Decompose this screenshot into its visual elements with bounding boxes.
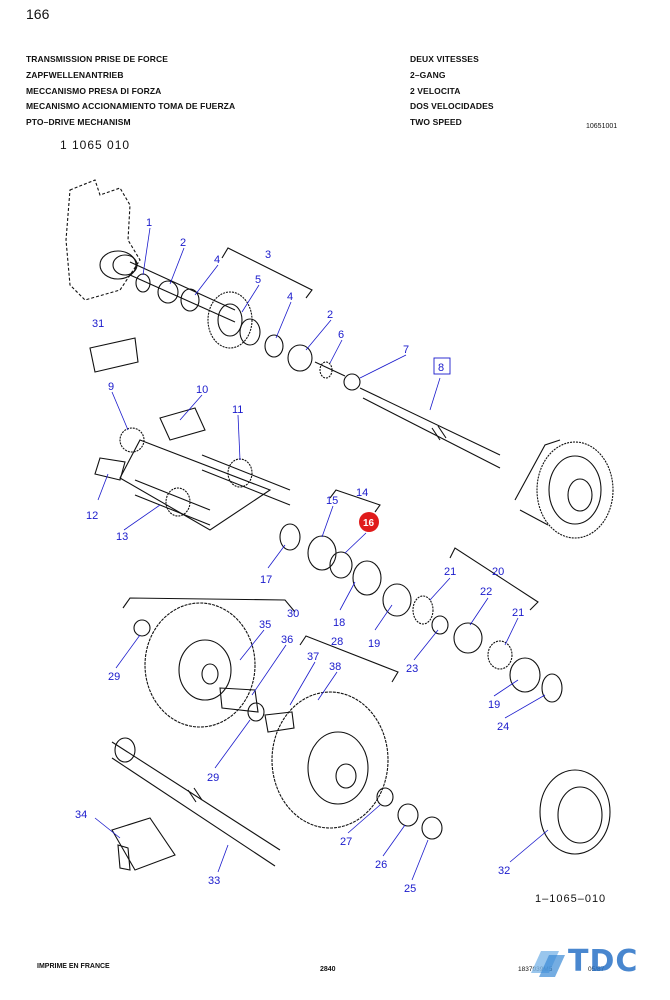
- title-line: DEUX VITESSES: [410, 54, 479, 64]
- callout-label[interactable]: 32: [498, 865, 510, 877]
- group-number: 1 1065 010: [60, 138, 131, 152]
- callout-label[interactable]: 8: [438, 362, 444, 374]
- callout-label[interactable]: 19: [488, 699, 500, 711]
- callout-label[interactable]: 14: [356, 487, 368, 499]
- callout-label[interactable]: 27: [340, 836, 352, 848]
- callout-label[interactable]: 5: [255, 274, 261, 286]
- footer-printed-in: IMPRIME EN FRANCE: [37, 963, 110, 970]
- callout-labels: 1 2 3 4 5 4 2 6 7 8 31 9 10 11 12 13 15 …: [75, 217, 524, 895]
- drawing-reference: 1–1065–010: [535, 893, 607, 905]
- callout-label[interactable]: 29: [207, 772, 219, 784]
- titles-left: TRANSMISSION PRISE DE FORCE ZAPFWELLENAN…: [26, 52, 235, 131]
- page-number: 166: [26, 6, 50, 22]
- title-line: PTO–DRIVE MECHANISM: [26, 117, 131, 128]
- parts-linework: [65, 179, 614, 871]
- footer-date: 05/87: [588, 966, 605, 973]
- watermark-text: TDC: [568, 944, 639, 979]
- callout-label[interactable]: 17: [260, 574, 272, 586]
- callout-label[interactable]: 35: [259, 619, 271, 631]
- callout-label[interactable]: 12: [86, 510, 98, 522]
- title-line: TRANSMISSION PRISE DE FORCE: [26, 54, 169, 64]
- tdc-logo-icon: [531, 951, 565, 977]
- leader-lines: [94, 227, 549, 881]
- callout-label[interactable]: 3: [265, 249, 271, 261]
- callout-label[interactable]: 28: [331, 636, 343, 648]
- callout-label[interactable]: 30: [287, 608, 299, 620]
- title-line: MECCANISMO PRESA DI FORZA: [26, 85, 162, 96]
- callout-label[interactable]: 4: [287, 291, 293, 303]
- callout-box: [433, 357, 451, 375]
- callout-label[interactable]: 11: [232, 404, 243, 416]
- callout-label[interactable]: 1: [146, 217, 152, 229]
- footer-page-code: 2840: [320, 966, 336, 973]
- title-line: DOS VELOCIDADES: [410, 101, 494, 112]
- callout-label[interactable]: 29: [108, 671, 120, 683]
- callout-label[interactable]: 13: [116, 531, 128, 543]
- callout-label[interactable]: 24: [497, 721, 509, 733]
- callout-label[interactable]: 4: [214, 254, 220, 266]
- callout-label[interactable]: 25: [404, 883, 416, 895]
- callout-label[interactable]: 18: [333, 617, 345, 629]
- callout-label[interactable]: 21: [512, 607, 524, 619]
- callout-label[interactable]: 15: [326, 495, 338, 507]
- callout-label[interactable]: 36: [281, 634, 293, 646]
- callout-label[interactable]: 2: [180, 237, 186, 249]
- callout-label[interactable]: 33: [208, 875, 220, 887]
- callout-label[interactable]: 37: [307, 651, 319, 663]
- callout-label[interactable]: 2: [327, 309, 333, 321]
- callout-label[interactable]: 22: [480, 586, 492, 598]
- highlight-marker: [359, 512, 379, 532]
- title-line: 2–GANG: [410, 69, 446, 80]
- highlighted-callout[interactable]: 16: [363, 518, 375, 529]
- title-line: ZAPFWELLENANTRIEB: [26, 69, 124, 80]
- title-line: MECANISMO ACCIONAMIENTO TOMA DE FUERZA: [26, 101, 236, 112]
- callout-label[interactable]: 9: [108, 381, 114, 393]
- callout-label[interactable]: 7: [403, 344, 409, 356]
- callout-label[interactable]: 23: [406, 663, 418, 675]
- callout-label[interactable]: 6: [338, 329, 344, 341]
- titles-right: DEUX VITESSES 2–GANG 2 VELOCITA DOS VELO…: [410, 52, 494, 131]
- callout-label[interactable]: 31: [92, 318, 104, 330]
- callout-label[interactable]: 34: [75, 809, 87, 821]
- title-line: 2 VELOCITA: [410, 85, 461, 96]
- callout-label[interactable]: 20: [492, 566, 504, 578]
- callout-label[interactable]: 10: [196, 384, 208, 396]
- title-line: TWO SPEED: [410, 117, 462, 128]
- callout-label[interactable]: 26: [375, 859, 387, 871]
- callout-label[interactable]: 38: [329, 661, 341, 673]
- callout-label[interactable]: 21: [444, 566, 456, 578]
- callout-label[interactable]: 19: [368, 638, 380, 650]
- reference-code: 10651001: [586, 123, 618, 130]
